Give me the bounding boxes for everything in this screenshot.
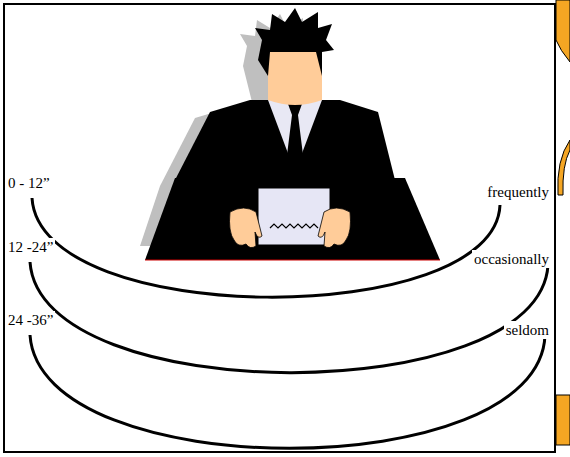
frequency-label: frequently	[485, 183, 551, 201]
frame	[4, 4, 555, 452]
frequency-label: occasionally	[472, 250, 551, 268]
tie	[286, 104, 304, 174]
edge-decoration	[556, 0, 570, 62]
suit-body	[175, 100, 395, 180]
distance-label: 0 - 12”	[6, 174, 52, 192]
frequency-label: seldom	[504, 321, 551, 339]
right-hand	[318, 208, 351, 248]
reach-arc	[30, 262, 548, 373]
desk-edge	[145, 260, 440, 261]
desk	[145, 178, 440, 260]
hair	[255, 8, 334, 76]
distance-label: 24 -36”	[6, 311, 55, 329]
face	[268, 45, 322, 105]
edge-decoration	[556, 395, 570, 445]
reach-arc	[30, 335, 545, 448]
edge-decoration	[558, 140, 570, 195]
reach-arc	[32, 198, 500, 297]
distance-label: 12 -24”	[6, 238, 55, 256]
left-hand	[230, 208, 263, 248]
keyboard-keys	[270, 224, 318, 228]
